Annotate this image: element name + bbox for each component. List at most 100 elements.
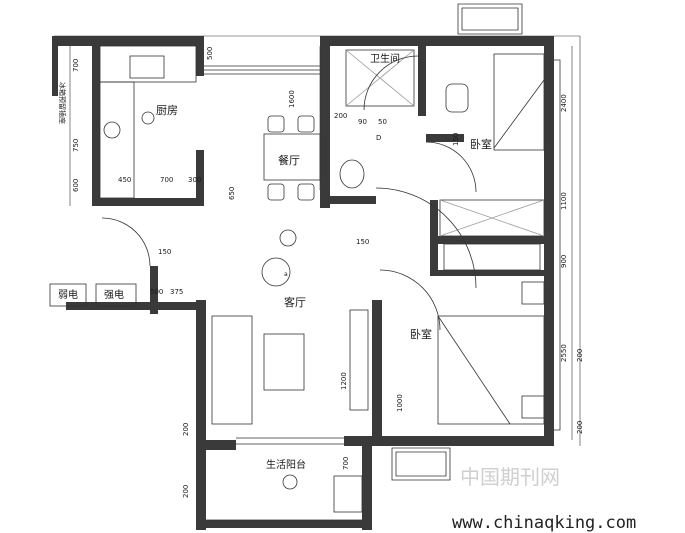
bed-1 bbox=[493, 53, 545, 151]
wardrobe bbox=[439, 199, 545, 237]
label-bedroom-1: 卧室 bbox=[470, 137, 492, 151]
wall-kitchen-right-lower bbox=[196, 150, 204, 206]
toilet bbox=[445, 83, 469, 113]
label-weak-current: 弱电 bbox=[58, 288, 78, 301]
svg-text:450: 450 bbox=[118, 176, 131, 184]
svg-text:1000: 1000 bbox=[396, 394, 404, 412]
wall-kitchen-left bbox=[92, 36, 100, 206]
dining-chair bbox=[267, 115, 285, 133]
svg-text:500: 500 bbox=[206, 47, 214, 60]
stove-burner bbox=[103, 121, 121, 139]
dimension-labels: 700 750 600 500 450 700 300 1600 650 200… bbox=[72, 47, 584, 498]
bed-2-cover bbox=[437, 315, 511, 425]
svg-text:a: a bbox=[284, 271, 288, 278]
svg-text:375: 375 bbox=[170, 288, 183, 296]
wall-balc-right bbox=[362, 440, 372, 530]
svg-text:650: 650 bbox=[228, 187, 236, 200]
svg-text:200: 200 bbox=[182, 485, 190, 498]
bed-2 bbox=[437, 315, 545, 425]
svg-text:1600: 1600 bbox=[288, 90, 296, 108]
label-balcony: 生活阳台 bbox=[266, 458, 306, 471]
wall-bath-left bbox=[320, 36, 330, 208]
svg-text:150: 150 bbox=[356, 238, 369, 246]
kitchen-counter-top bbox=[99, 45, 197, 83]
svg-text:600: 600 bbox=[72, 179, 80, 192]
dining-chair bbox=[297, 115, 315, 133]
wall-closet-mid bbox=[430, 236, 544, 244]
sofa bbox=[211, 315, 253, 425]
svg-text:1200: 1200 bbox=[340, 372, 348, 390]
dining-chair bbox=[267, 183, 285, 201]
shower-cross bbox=[345, 49, 415, 107]
wall-far-left bbox=[52, 36, 58, 96]
wall-kitchen-top bbox=[52, 36, 204, 46]
label-strong-current: 强电 bbox=[104, 288, 124, 301]
shower-tray bbox=[345, 49, 415, 107]
watermark-brand: 中国期刊网 bbox=[460, 465, 560, 489]
svg-text:2400: 2400 bbox=[560, 94, 568, 112]
watermark-url: www.chinaqking.com bbox=[452, 513, 636, 533]
svg-text:200: 200 bbox=[576, 349, 584, 362]
wall-bed1-bottom-left bbox=[426, 134, 464, 142]
svg-text:750: 750 bbox=[72, 139, 80, 152]
wash-basin bbox=[339, 159, 365, 189]
svg-text:900: 900 bbox=[560, 255, 568, 268]
window-dining-top bbox=[204, 65, 320, 75]
wall-hall bbox=[150, 266, 158, 314]
svg-text:200: 200 bbox=[182, 423, 190, 436]
label-bathroom: 卫生间 bbox=[370, 52, 400, 65]
wall-bath-bottom bbox=[330, 196, 376, 204]
wall-bath-right bbox=[418, 46, 426, 116]
label-bedroom-2: 卧室 bbox=[410, 327, 432, 341]
entry-door-swing bbox=[101, 217, 151, 267]
svg-text:90: 90 bbox=[358, 118, 367, 126]
svg-text:150: 150 bbox=[158, 248, 171, 256]
window-bed2-bay bbox=[391, 447, 451, 481]
wall-right bbox=[544, 36, 554, 446]
svg-text:150: 150 bbox=[452, 133, 460, 146]
window-right-frame bbox=[554, 59, 561, 431]
label-kitchen: 厨房 bbox=[156, 104, 178, 117]
kitchen-sink bbox=[129, 55, 165, 79]
tv-cabinet bbox=[349, 309, 369, 411]
wall-kitchen-right-upper bbox=[196, 36, 204, 76]
svg-text:500: 500 bbox=[150, 288, 163, 296]
dining-chair bbox=[297, 183, 315, 201]
closet-hangers bbox=[443, 243, 541, 271]
door-swing-bed2 bbox=[379, 269, 441, 331]
wall-bed1-top bbox=[430, 36, 550, 46]
note-fridge-socket: 冰箱预留插座 bbox=[58, 82, 67, 124]
nightstand bbox=[521, 281, 545, 305]
label-dining: 餐厅 bbox=[278, 153, 300, 167]
fixtures bbox=[49, 45, 545, 513]
wall-closet-bottom bbox=[430, 270, 544, 276]
living-ceiling-light bbox=[261, 257, 291, 287]
svg-text:700: 700 bbox=[342, 457, 350, 470]
balcony-light bbox=[282, 474, 298, 490]
walls bbox=[52, 36, 554, 530]
svg-text:700: 700 bbox=[72, 59, 80, 72]
kitchen-counter-left bbox=[99, 81, 135, 199]
kitchen-light bbox=[141, 111, 155, 125]
svg-text:700: 700 bbox=[160, 176, 173, 184]
window-living-bottom bbox=[236, 437, 344, 445]
wall-bed2-left bbox=[372, 300, 382, 440]
wall-balc-bottom bbox=[196, 520, 372, 528]
nightstand bbox=[521, 395, 545, 419]
svg-text:1100: 1100 bbox=[560, 192, 568, 210]
washing-machine bbox=[333, 475, 363, 513]
svg-text:50: 50 bbox=[378, 118, 387, 126]
wall-living-bottom-left bbox=[196, 440, 236, 450]
svg-text:D: D bbox=[376, 134, 381, 142]
bed-1-cover bbox=[493, 79, 545, 149]
svg-text:2550: 2550 bbox=[560, 344, 568, 362]
window-bed1-bay bbox=[457, 3, 523, 35]
svg-text:200: 200 bbox=[576, 421, 584, 434]
svg-text:200: 200 bbox=[334, 112, 347, 120]
wall-bath-top bbox=[320, 36, 430, 46]
dining-table bbox=[263, 133, 321, 181]
coffee-table bbox=[263, 333, 305, 391]
wall-balc-left bbox=[196, 440, 206, 530]
svg-text:300: 300 bbox=[188, 176, 201, 184]
